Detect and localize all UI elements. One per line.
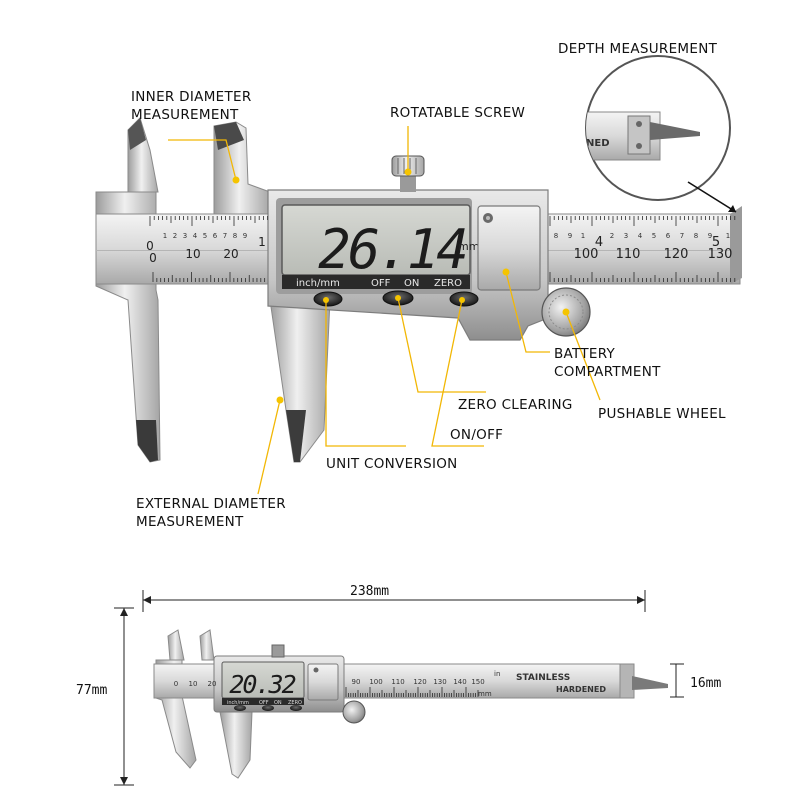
small-scale-in: in [494, 670, 500, 678]
inch-minor-number: 8 [694, 232, 698, 240]
small-lcd-reading: 20.32 [229, 670, 295, 699]
mm-number-120: 120 [664, 247, 689, 262]
small-scale-mm: mm [478, 690, 492, 698]
small-scale-number: 100 [369, 678, 382, 686]
mm-number-20: 20 [223, 247, 238, 261]
small-scale-number: 10 [189, 680, 198, 688]
button-label-zero: ZERO [434, 278, 462, 289]
small-button-label-off: OFF [259, 700, 269, 706]
battery-compartment [477, 205, 541, 291]
small-scale-number: 120 [413, 678, 426, 686]
inch-minor-number: 5 [203, 232, 207, 240]
inch-major-0: 0 [146, 239, 154, 253]
mm-number-10: 10 [185, 247, 200, 261]
inch-major-1: 1 [258, 235, 266, 249]
small-scale-numbers: 0 10 20 90 100 110 120 130 140 150 [174, 678, 485, 688]
inch-minor-number: 1 [726, 232, 730, 240]
inch-minor-number: 8 [233, 232, 237, 240]
label-on-off: ON/OFF [450, 427, 504, 443]
mm-scale-right [549, 272, 736, 282]
inch-major-5: 5 [712, 235, 720, 250]
small-button-label-inch-mm: inch/mm [227, 700, 249, 706]
stamp-stainless: STAINLESS [516, 673, 570, 683]
inch-scale-right [549, 216, 736, 226]
label-pushable-wheel: PUSHABLE WHEEL [598, 406, 726, 422]
label-inner-diameter-line1: INNER DIAMETER [131, 89, 252, 105]
inch-minor-number: 9 [243, 232, 247, 240]
small-scale-number: 0 [174, 680, 178, 688]
inch-minor-number: 8 [554, 232, 558, 240]
inch-minor-number: 2 [173, 232, 177, 240]
inch-scale-left [149, 216, 269, 226]
lcd-unit: mm [458, 240, 479, 253]
inch-minor-number: 4 [193, 232, 198, 240]
button-label-inch-mm: inch/mm [296, 278, 340, 289]
depth-inset-text: NED [586, 138, 610, 149]
leader-dots [232, 168, 570, 404]
button-label-on: ON [404, 278, 419, 289]
small-scale-number: 130 [433, 678, 446, 686]
small-button-label-on: ON [274, 700, 282, 706]
small-mm-scale [345, 687, 479, 697]
label-zero-clearing: ZERO CLEARING [458, 397, 573, 413]
inch-minor-number: 2 [610, 232, 614, 240]
inch-minor-number: 7 [223, 232, 227, 240]
label-depth-measurement: DEPTH MEASUREMENT [558, 41, 718, 57]
mm-number-100: 100 [574, 247, 599, 262]
inch-minor-number: 6 [213, 232, 218, 240]
mm-scale-left [152, 272, 266, 282]
inch-minor-number: 3 [183, 232, 187, 240]
label-inner-diameter-line2: MEASUREMENT [131, 107, 239, 123]
dimension-height: 77mm [76, 683, 108, 698]
inch-minor-number: 5 [652, 232, 656, 240]
mm-number-0: 0 [149, 251, 157, 265]
inch-minor-number: 3 [624, 232, 628, 240]
dimension-thickness: 16mm [690, 676, 722, 691]
inch-minor-number: 6 [666, 232, 671, 240]
inch-minor-number: 7 [680, 232, 684, 240]
label-rotatable-screw: ROTATABLE SCREW [390, 105, 526, 121]
depth-inset: NED [585, 55, 737, 213]
inch-minor-number: 9 [568, 232, 572, 240]
label-external-diameter-line1: EXTERNAL DIAMETER [136, 496, 286, 512]
stamp-hardened: HARDENED [556, 685, 606, 694]
label-battery-line2: COMPARTMENT [554, 364, 661, 380]
small-button-label-zero: ZERO [288, 700, 302, 706]
leader-lines [168, 126, 601, 495]
small-caliper: 20.32 inch/mm OFF ON ZERO 0 10 20 90 100 110 1… [114, 590, 684, 786]
inch-minor-number: 9 [708, 232, 712, 240]
small-scale-number: 150 [471, 678, 484, 686]
lcd-reading: 26.14 [318, 218, 466, 281]
label-unit-conversion: UNIT CONVERSION [326, 456, 458, 472]
inch-major-4: 4 [595, 235, 603, 250]
inch-minor-number: 1 [163, 232, 167, 240]
small-scale-number: 110 [391, 678, 404, 686]
mm-number-110: 110 [616, 247, 641, 262]
small-scale-number: 90 [352, 678, 361, 686]
small-scale-number: 140 [453, 678, 466, 686]
label-battery-line1: BATTERY [554, 346, 616, 362]
label-external-diameter-line2: MEASUREMENT [136, 514, 244, 530]
small-scale-number: 20 [208, 680, 217, 688]
dimension-length: 238mm [350, 584, 390, 599]
button-label-off: OFF [371, 278, 391, 289]
mm-number-130: 130 [708, 247, 733, 262]
inch-minor-number: 1 [581, 232, 585, 240]
inch-minor-number: 4 [638, 232, 643, 240]
